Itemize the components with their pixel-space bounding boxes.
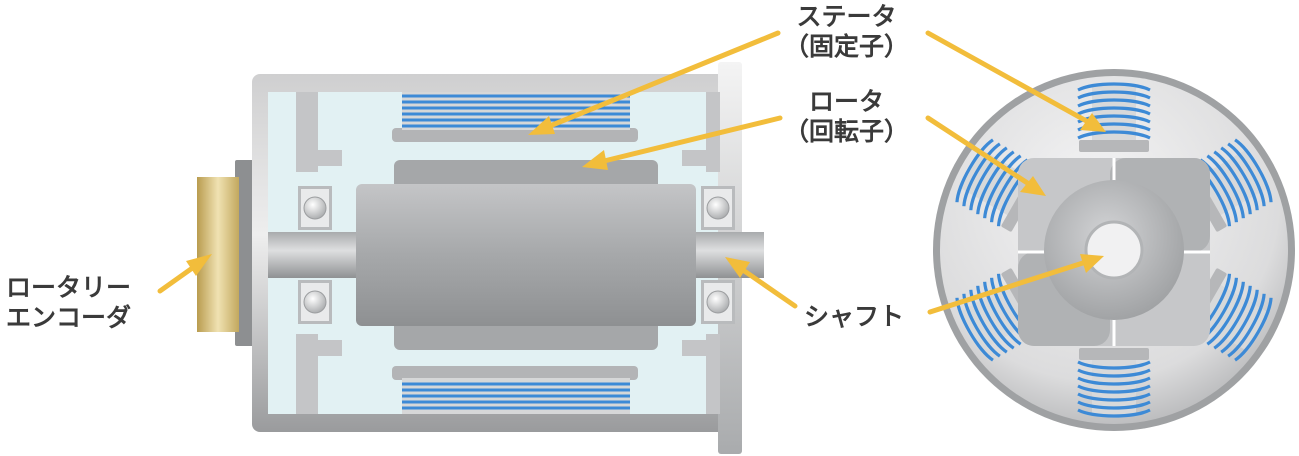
encoder-label-line1: ロータリー	[6, 273, 132, 302]
encoder-label-line2: エンコーダ	[6, 303, 132, 332]
stator-label: ステータ （固定子）	[784, 2, 909, 62]
stator-label-line1: ステータ	[796, 2, 897, 31]
stator-winding-lower	[402, 382, 630, 410]
encoder-label: ロータリー エンコーダ	[6, 273, 131, 333]
rotor-label-line2: （回転子）	[784, 117, 910, 146]
rotor-body	[356, 184, 696, 326]
callout-arrows	[157, 30, 1106, 315]
rotary-encoder	[197, 177, 239, 332]
shaft-label-line1: シャフト	[804, 302, 905, 331]
rotor-label-line1: ロータ	[809, 87, 885, 116]
shaft-label: シャフト	[804, 302, 904, 332]
encoder-flange	[235, 160, 257, 346]
rotor-label: ロータ （回転子）	[784, 87, 909, 147]
stator-label-line2: （固定子）	[784, 32, 910, 61]
front-shaft	[1084, 220, 1144, 280]
